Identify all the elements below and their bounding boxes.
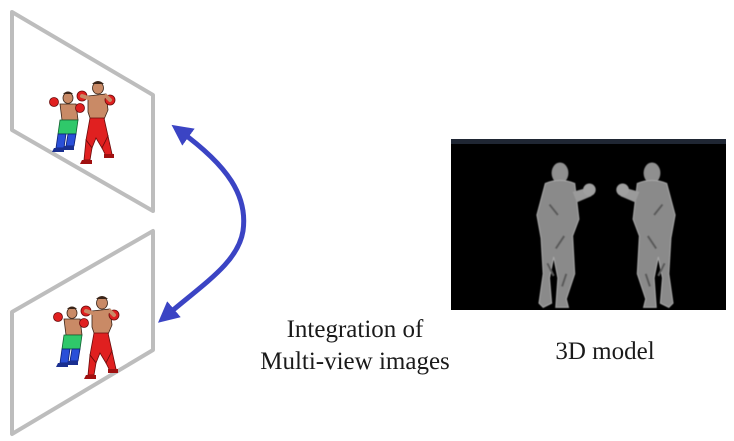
integration-caption: Integration of Multi-view images bbox=[235, 314, 475, 378]
model-caption: 3D model bbox=[555, 338, 655, 365]
bottom-view-frame bbox=[10, 229, 155, 436]
integration-caption-line1: Integration of bbox=[286, 316, 424, 343]
double-headed-arrow-icon bbox=[157, 124, 247, 323]
model-panel bbox=[451, 139, 726, 310]
integration-caption-line2: Multi-view images bbox=[260, 348, 450, 375]
